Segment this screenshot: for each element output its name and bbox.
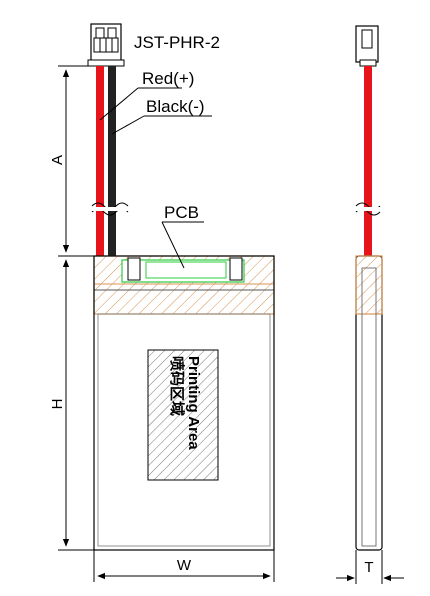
black-label: Black(-) [146,97,205,116]
connector-front [87,23,125,67]
dim-a-label: A [49,155,66,165]
wire-side [364,66,372,256]
dim-h-label: H [49,399,66,410]
dim-h-line [58,259,94,551]
connector-label: JST-PHR-2 [134,33,220,52]
pcb-label: PCB [164,203,199,222]
pcb-board [121,257,245,283]
battery-body [93,255,275,551]
black-leader [111,115,145,135]
dim-a-line [58,65,94,257]
pcb-leader [161,221,185,269]
dim-t-label: T [364,559,373,576]
connector-side [355,25,379,67]
print-area-cn: 喷码区域 [168,356,186,416]
wire-red [96,66,104,256]
wire-black [108,66,116,256]
print-area-en: Printing Area [185,356,202,450]
red-label: Red(+) [142,69,194,88]
battery-side [355,255,383,551]
dim-w-line [93,550,275,582]
red-leader [99,87,139,121]
printing-area [147,349,219,481]
dim-w-label: W [177,557,192,574]
dim-t-line [336,550,404,584]
